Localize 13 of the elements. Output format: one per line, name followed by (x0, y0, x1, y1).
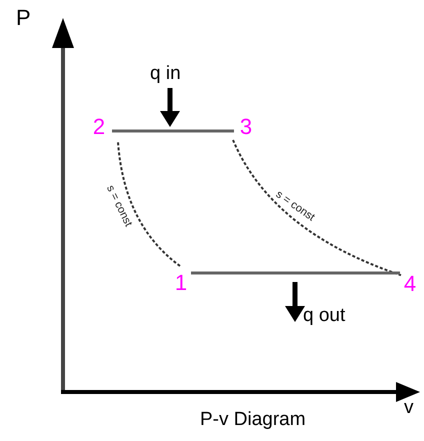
process-curve (232, 140, 402, 276)
heat-label: q out (303, 306, 346, 326)
process-line (112, 130, 234, 132)
axis-label: v (404, 398, 414, 418)
caption: P-v Diagram (200, 410, 306, 430)
state-point-label: 2 (89, 116, 109, 140)
state-point-label: 4 (401, 273, 419, 297)
state-point-label: 1 (172, 272, 190, 296)
heat-label: q in (150, 64, 181, 84)
axis-label: P (16, 8, 31, 28)
process-curve (117, 142, 181, 267)
state-point-label: 3 (236, 116, 256, 140)
process-line (191, 272, 400, 274)
